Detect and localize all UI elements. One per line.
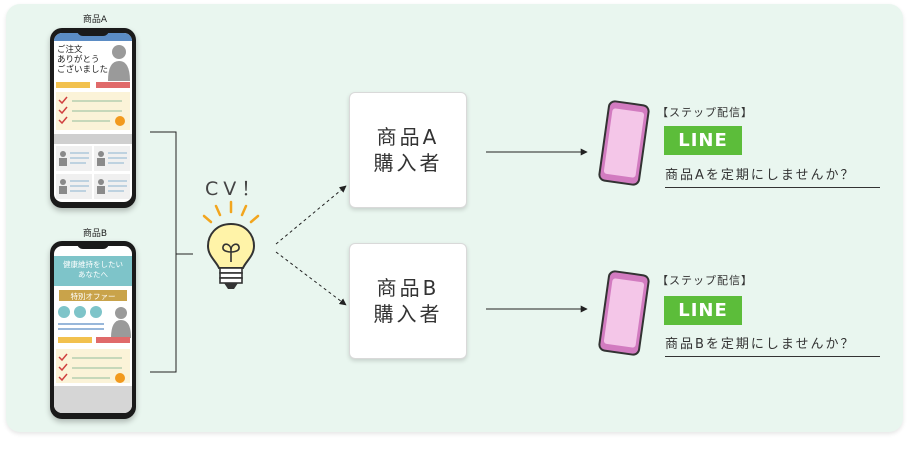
checklist-icon [58,96,125,126]
product-circles-icon [58,306,131,343]
phone-a-label: 商品A [82,15,108,25]
promo-text-a: 商品Aを定期にしませんか？ [665,164,880,188]
lightbulb-icon [202,200,260,289]
cv-label: CV！ [205,178,266,200]
phone-b-label: 商品B [82,229,108,239]
phone-b: 健康維持をしたい あなたへ 特別オファー [50,241,136,419]
step-label-b: 【ステップ配信】 [657,274,753,287]
phone-b-banner-text: 健康維持をしたい あなたへ [54,256,132,286]
phone-b-screen: 健康維持をしたい あなたへ 特別オファー [54,246,132,413]
phone-a: ご注文 ありがとう ございました [50,28,136,208]
buyer-box-a: 商品A 購入者 [349,92,467,208]
buyer-box-b: 商品B 購入者 [349,243,467,359]
diagram-panel [6,4,903,432]
phone-a-screen: ご注文 ありがとう ございました [54,33,132,202]
checklist-icon [58,353,125,383]
line-badge-b: LINE [664,296,742,325]
profile-cards-icon [56,146,130,199]
promo-text-b: 商品Bを定期にしませんか？ [665,333,880,357]
step-label-a: 【ステップ配信】 [657,106,753,119]
line-badge-a: LINE [664,126,742,155]
buyer-box-b-text: 商品B 購入者 [373,276,443,326]
buyer-box-a-text: 商品A 購入者 [373,125,443,175]
phone-a-thanks-text: ご注文 ありがとう ございました [57,45,109,75]
person-silhouette-icon [108,45,130,81]
phone-b-offer-text: 特別オファー [70,292,116,301]
